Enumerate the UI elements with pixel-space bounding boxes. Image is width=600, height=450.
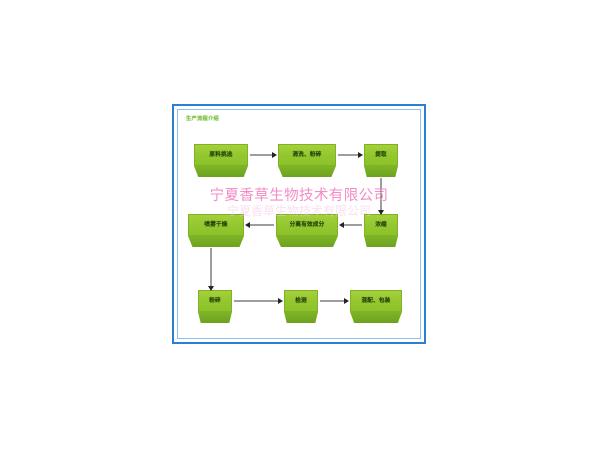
process-node-label: 提取 xyxy=(364,144,398,166)
arrow-testing-to-packaging xyxy=(320,296,349,306)
arrow-head xyxy=(378,210,384,215)
process-node-label: 原料挑选 xyxy=(194,144,248,166)
arrow-head xyxy=(358,152,363,158)
process-node-label: 检测 xyxy=(284,290,318,312)
arrow-head xyxy=(278,298,283,304)
process-node-label: 粉碎 xyxy=(198,290,232,312)
process-node-base xyxy=(194,166,248,177)
process-node-base xyxy=(188,236,244,247)
arrow-extraction-to-concentration xyxy=(376,178,386,215)
arrow-shaft xyxy=(210,248,212,290)
arrow-crushing-to-testing xyxy=(234,296,283,306)
process-node-base xyxy=(350,312,402,323)
arrow-concentration-to-separation xyxy=(339,220,362,230)
panel-caption: 生产流程介绍 xyxy=(186,116,219,122)
arrow-shaft xyxy=(320,300,348,302)
arrow-shaft xyxy=(340,224,362,226)
arrow-shaft xyxy=(380,178,382,214)
arrow-head xyxy=(344,298,349,304)
process-node-base xyxy=(364,166,398,177)
arrow-head xyxy=(245,222,250,228)
process-node-label: 混配、包装 xyxy=(350,290,402,312)
arrow-shaft xyxy=(338,154,362,156)
process-node-label: 分离有效成分 xyxy=(276,214,338,236)
arrow-shaft xyxy=(250,154,276,156)
process-node-base xyxy=(276,236,338,247)
arrow-washing-to-extraction xyxy=(338,150,363,160)
process-node-base xyxy=(198,312,232,323)
arrow-head xyxy=(339,222,344,228)
arrow-head xyxy=(208,286,214,291)
arrow-separation-to-spray-drying xyxy=(245,220,274,230)
process-node-label: 清洗、粉碎 xyxy=(278,144,336,166)
arrow-raw-material-to-washing xyxy=(250,150,277,160)
process-node-label: 浓缩 xyxy=(364,214,398,236)
process-node-label: 喷雾干燥 xyxy=(188,214,244,236)
process-node-base xyxy=(278,166,336,177)
arrow-shaft xyxy=(246,224,274,226)
process-flow-diagram-frame: 生产流程介绍 宁夏香草生物技术有限公司 宁夏香草生物技术有限公司 原料挑选 清洗… xyxy=(172,104,426,344)
process-node-base xyxy=(364,236,398,247)
arrow-spray-drying-to-crushing xyxy=(206,248,216,291)
process-flow-diagram-canvas: 生产流程介绍 宁夏香草生物技术有限公司 宁夏香草生物技术有限公司 原料挑选 清洗… xyxy=(177,109,421,339)
arrow-shaft xyxy=(234,300,282,302)
arrow-head xyxy=(272,152,277,158)
process-node-base xyxy=(284,312,318,323)
